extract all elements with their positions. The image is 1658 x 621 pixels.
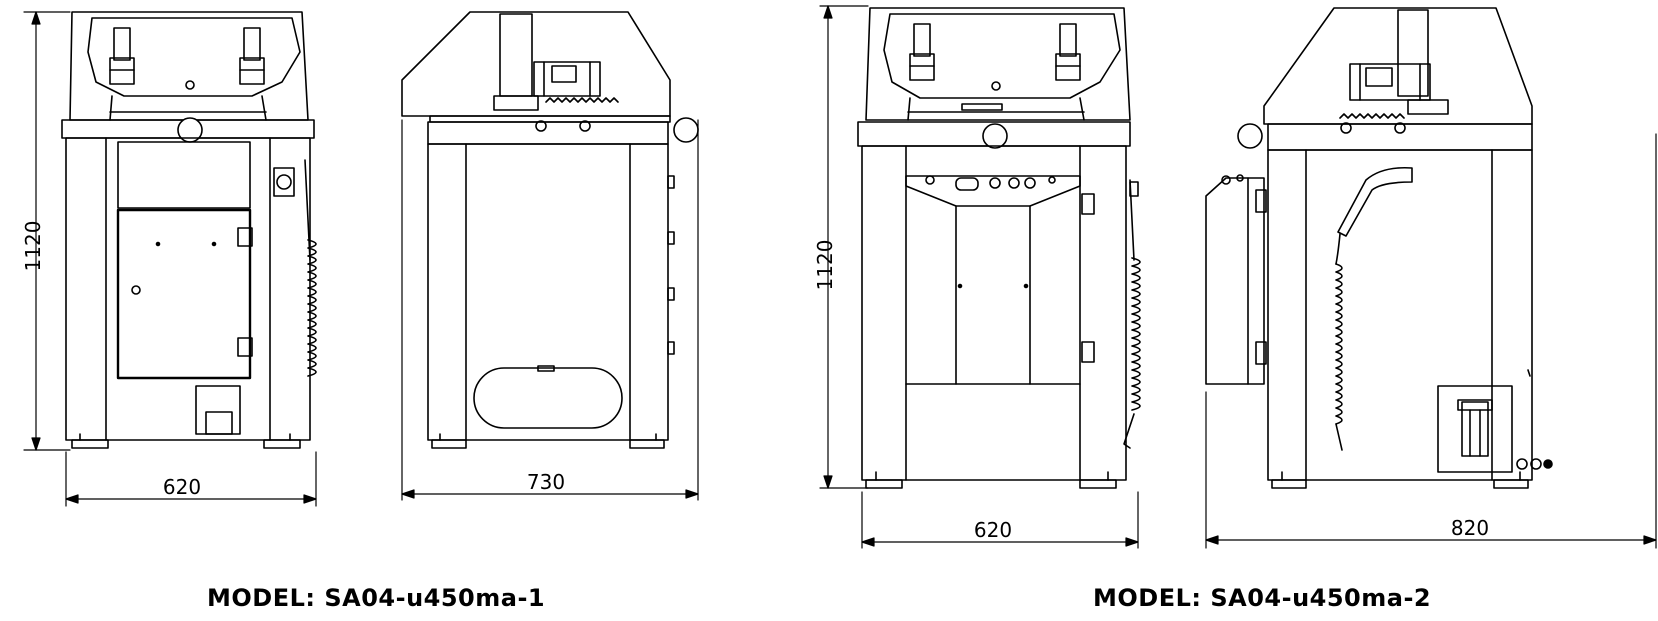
model1-depth-label: 730 — [527, 470, 565, 494]
model2-side-view — [1205, 7, 1553, 489]
model2-front-view — [857, 7, 1141, 489]
model1-height-dimension — [23, 11, 71, 451]
model1-caption: MODEL: SA04-u450ma-1 — [207, 584, 546, 612]
model2-width-label: 620 — [974, 518, 1012, 542]
model2-width-dimension — [861, 491, 1139, 549]
model2-height-dimension — [819, 5, 869, 489]
model1-depth-dimension — [401, 119, 699, 501]
model2-depth-dimension — [1205, 133, 1657, 549]
model1-width-dimension — [65, 451, 317, 507]
model2-height-label: 1120 — [813, 240, 837, 291]
model2-depth-label: 820 — [1451, 516, 1489, 540]
model2-caption: MODEL: SA04-u450ma-2 — [1093, 584, 1432, 612]
model1-front-view — [61, 11, 317, 449]
model1-side-view — [401, 11, 699, 449]
model1-height-label: 1120 — [21, 221, 45, 272]
model1-width-label: 620 — [163, 475, 201, 499]
